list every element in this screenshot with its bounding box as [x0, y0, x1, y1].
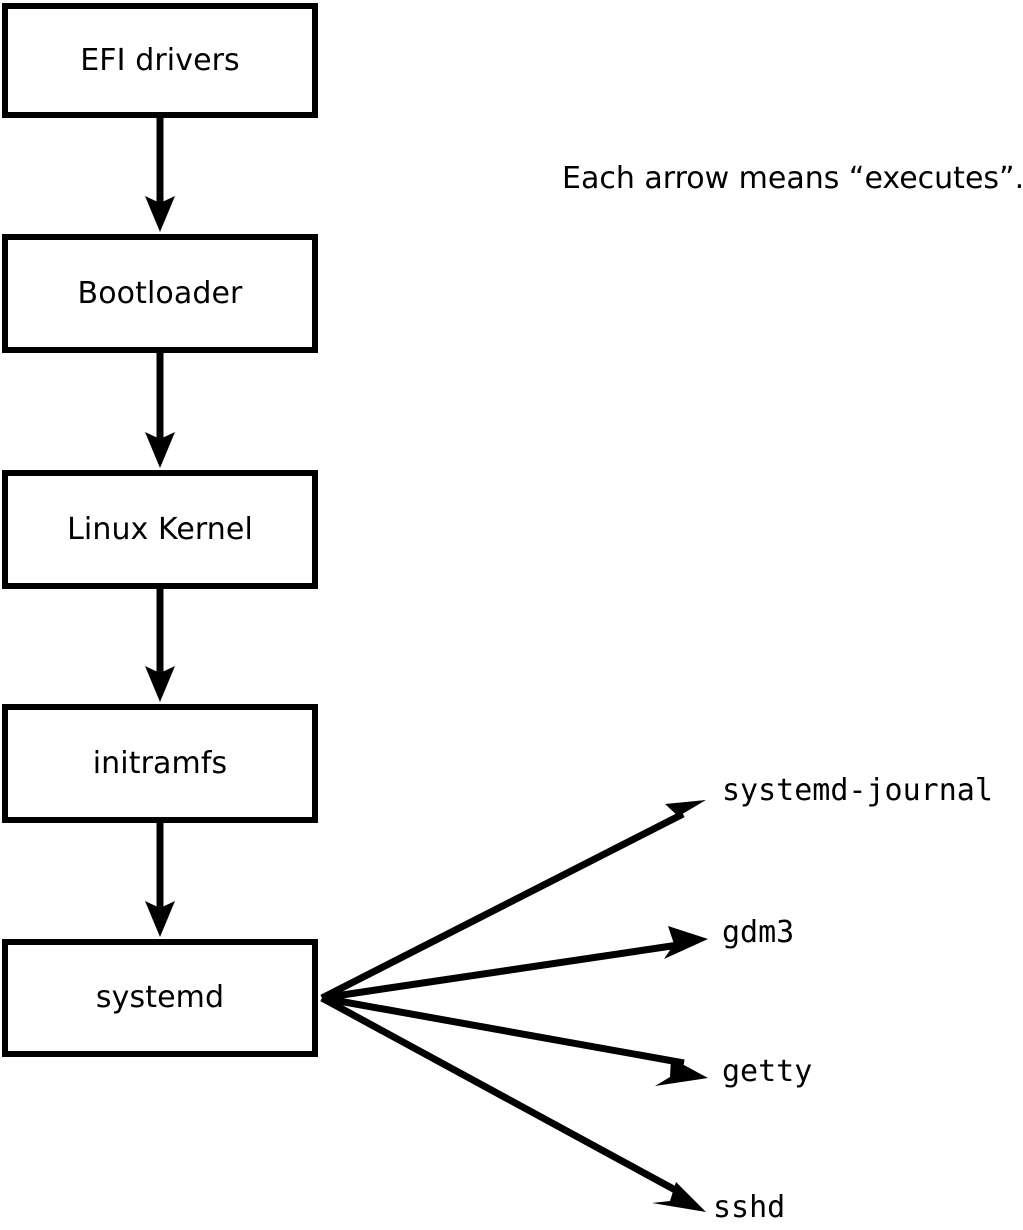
chain-arrow-bootloader-to-kernel	[145, 353, 175, 468]
service-arrow-getty	[321, 994, 708, 1086]
node-bootloader: Bootloader	[2, 234, 318, 353]
node-efi-drivers: EFI drivers	[2, 3, 318, 118]
chain-arrow-kernel-to-initramfs	[145, 589, 175, 702]
service-label-sshd: sshd	[713, 1190, 786, 1225]
node-label-bootloader: Bootloader	[77, 275, 243, 311]
node-label-linux-kernel: Linux Kernel	[67, 511, 253, 547]
service-arrow-sshd	[320, 994, 706, 1212]
service-arrow-gdm3	[321, 926, 708, 1002]
chain-arrow-initramfs-to-systemd	[145, 823, 175, 937]
diagram-caption: Each arrow means “executes”.	[562, 161, 1023, 196]
node-label-efi-drivers: EFI drivers	[80, 42, 240, 78]
service-label-systemd-journal: systemd-journal	[722, 773, 993, 808]
service-label-getty: getty	[722, 1054, 813, 1089]
chain-arrow-efi-to-bootloader	[145, 118, 175, 232]
service-label-gdm3: gdm3	[722, 915, 795, 950]
service-arrow-systemd-journal	[320, 800, 706, 1002]
node-label-systemd: systemd	[95, 980, 225, 1015]
node-systemd: systemd	[2, 939, 318, 1057]
node-linux-kernel: Linux Kernel	[2, 470, 318, 589]
node-label-initramfs: initramfs	[92, 745, 228, 781]
node-initramfs: initramfs	[2, 704, 318, 823]
